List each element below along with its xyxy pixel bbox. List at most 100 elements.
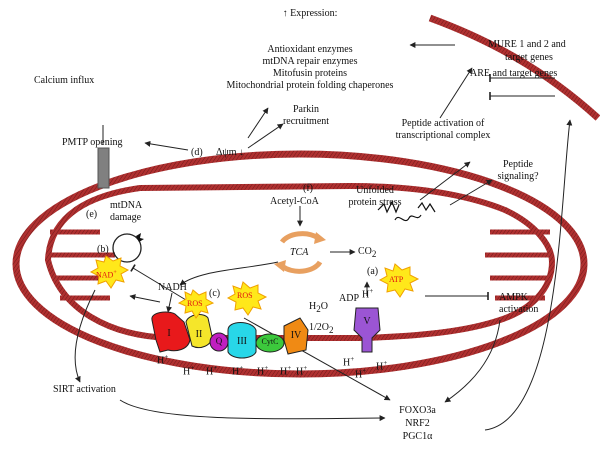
ampk-label-2: activation (499, 304, 539, 315)
complex-iii[interactable] (227, 322, 257, 359)
arrow-ros-to-foxo (243, 317, 391, 401)
co2-subscript: 2 (371, 249, 377, 259)
nad-text: NAD (96, 270, 114, 280)
arrow-tca-to-nadh (179, 261, 279, 286)
nucleus-gene-2: target genes (505, 52, 553, 63)
arrow-peptide-to-nucleus (439, 67, 473, 119)
coenzyme-q-label: Q (215, 336, 223, 346)
proton-label-iv-a: H+ (280, 363, 291, 377)
mtdna-circle (112, 233, 142, 263)
tca-arrow-top (279, 231, 320, 244)
proton-vb-sup: + (362, 367, 367, 375)
expression-header: ↑ Expression: (282, 8, 338, 19)
proton-vb-text: H (355, 369, 363, 381)
mtdna-damage-mark (136, 233, 144, 242)
complex-ii-label: II (195, 329, 203, 340)
proton-label-iv-b: H+ (296, 363, 307, 377)
unfolded-label-1: Unfolded (356, 185, 394, 196)
proton-v-top-text: H (362, 289, 370, 301)
proton-label-v-top: H+ (362, 286, 373, 300)
ros-starburst-2 (226, 281, 268, 316)
delta-psi-label: Δψm ↓ (216, 147, 244, 158)
cytochrome-c[interactable] (255, 333, 285, 353)
ros-label-2: ROS (237, 291, 253, 300)
proton-cytc-text: H (257, 366, 265, 378)
proton-ii-text: H (183, 366, 191, 378)
sirt-activation-label: SIRT activation (53, 384, 116, 395)
mtdna-label-1: mtDNA (110, 200, 143, 211)
atp-starburst (378, 263, 420, 298)
arrow-ros-to-mtdna (130, 264, 187, 301)
half-o2-text: 1/2O (309, 322, 329, 333)
expression-item-2: mtDNA repair enzymes (262, 56, 358, 67)
complex-v[interactable] (353, 307, 381, 353)
arrow-d-to-pmtp (144, 140, 189, 151)
acetyl-coa-label: Acetyl-CoA (270, 196, 319, 207)
half-o2-label: 1/2O2 (309, 322, 334, 336)
arrow-ampk-to-foxo (444, 319, 501, 403)
proton-i-sup: + (164, 353, 169, 361)
label-b: (b) (97, 244, 109, 255)
nad-superscript: + (113, 270, 117, 276)
peptide-activation-label-1: Peptide activation of (401, 118, 485, 129)
arrow-psi-to-expression (247, 107, 269, 139)
cytochrome-c-label: CytC (261, 337, 279, 346)
proton-i-text: H (157, 355, 165, 367)
proton-label-v-a: H+ (343, 354, 354, 368)
half-o2-subscript: 2 (329, 325, 334, 335)
label-c: (c) (209, 288, 221, 299)
mtdna-label-2: damage (110, 212, 142, 223)
h2o-o: O (320, 301, 328, 312)
outer-membrane (12, 150, 588, 378)
nad-starburst (89, 255, 130, 289)
pmtp-opening-label: PMTP opening (62, 137, 123, 148)
pmtp-pore (97, 147, 110, 189)
unfolded-label-2: protein stress (348, 197, 402, 208)
proton-va-text: H (343, 357, 351, 369)
complex-iii-label: III (237, 336, 247, 347)
tf-foxo3a: FOXO3a (399, 405, 436, 416)
tf-pgc1a: PGC1α (402, 431, 433, 442)
unfolded-protein-squiggle-3 (417, 201, 436, 213)
arrow-peptide-signaling (449, 179, 493, 206)
proton-cytc-sup: + (264, 364, 269, 372)
nadh-label: NADH (158, 282, 187, 293)
proton-label-v-b: H+ (355, 366, 366, 380)
unfolded-protein-squiggle-2 (394, 214, 422, 222)
proton-label-ii: H+ (183, 363, 194, 377)
arrow-unfolded-to-peptide (419, 161, 471, 201)
tca-arrowhead-1 (314, 232, 326, 244)
expression-item-1: Antioxidant enzymes (267, 44, 353, 55)
complex-iv-label: IV (290, 330, 302, 341)
tf-nrf2: NRF2 (405, 418, 430, 429)
unfolded-protein-squiggle-1 (377, 200, 400, 214)
parkin-label-2: recruitment (282, 116, 330, 127)
proton-iva-sup: + (287, 364, 292, 372)
proton-ii-sup: + (190, 364, 195, 372)
arrow-sirt-to-foxo (119, 399, 386, 422)
proton-label-iii: H+ (232, 363, 243, 377)
complex-v-label: V (363, 316, 371, 327)
proton-label-cytc: H+ (257, 363, 268, 377)
proton-iii-text: H (232, 366, 240, 378)
atp-label: ATP (389, 275, 404, 284)
nucleus-gene-3: ARE and target genes (470, 68, 558, 79)
proton-q-sup: + (213, 364, 218, 372)
label-e: (e) (86, 209, 98, 220)
tca-arrow-bottom (280, 260, 323, 274)
arrow-nad-to-left (129, 294, 161, 303)
ros-starburst-1 (177, 289, 215, 319)
peptide-signaling-label-1: Peptide (503, 159, 533, 170)
complex-i-label: I (167, 328, 171, 339)
tca-label: TCA (290, 247, 309, 258)
co2-text: CO (358, 246, 372, 257)
ampk-label-1: AMPK (499, 292, 528, 303)
label-f: (f) (303, 183, 313, 194)
ros-label-1: ROS (187, 299, 203, 308)
h2o-subscript: 2 (316, 304, 321, 314)
adp-label: ADP (339, 293, 360, 304)
nuclear-envelope (428, 14, 600, 121)
complex-iv[interactable] (283, 317, 309, 355)
nucleus-gene-1: MURE 1 and 2 and (488, 39, 566, 50)
